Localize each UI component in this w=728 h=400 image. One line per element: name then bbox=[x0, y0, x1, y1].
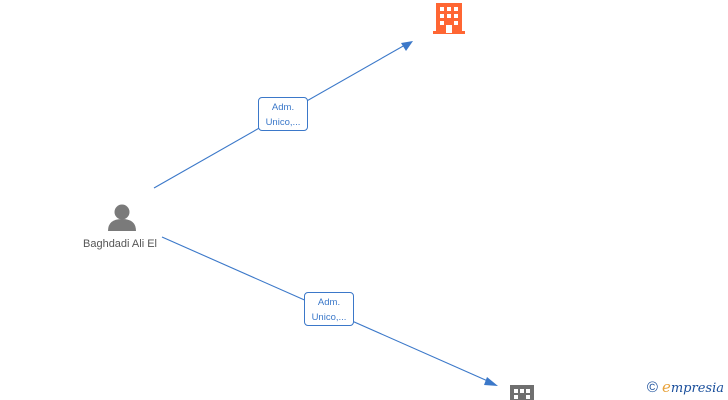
arrowhead-top bbox=[401, 41, 413, 51]
edge-label-line2: Unico,... bbox=[311, 312, 347, 323]
brand-initial: e bbox=[661, 378, 671, 396]
building-icon[interactable] bbox=[510, 385, 534, 400]
arrowhead-bottom bbox=[484, 377, 498, 386]
person-icon[interactable] bbox=[108, 204, 136, 232]
edge-label-line2: Unico,... bbox=[265, 117, 301, 128]
copyright-symbol: © bbox=[646, 379, 658, 396]
building-icon[interactable] bbox=[433, 3, 465, 34]
edge-label-bottom[interactable]: Adm. Unico,... bbox=[304, 292, 354, 326]
edge-label-top[interactable]: Adm. Unico,... bbox=[258, 97, 308, 131]
person-name[interactable]: Baghdadi Ali El bbox=[83, 238, 157, 250]
edge-label-line1: Adm. bbox=[317, 297, 341, 308]
watermark: ©empresia bbox=[647, 378, 724, 396]
brand-name: mpresia bbox=[670, 381, 724, 396]
edge-label-line1: Adm. bbox=[271, 102, 295, 113]
